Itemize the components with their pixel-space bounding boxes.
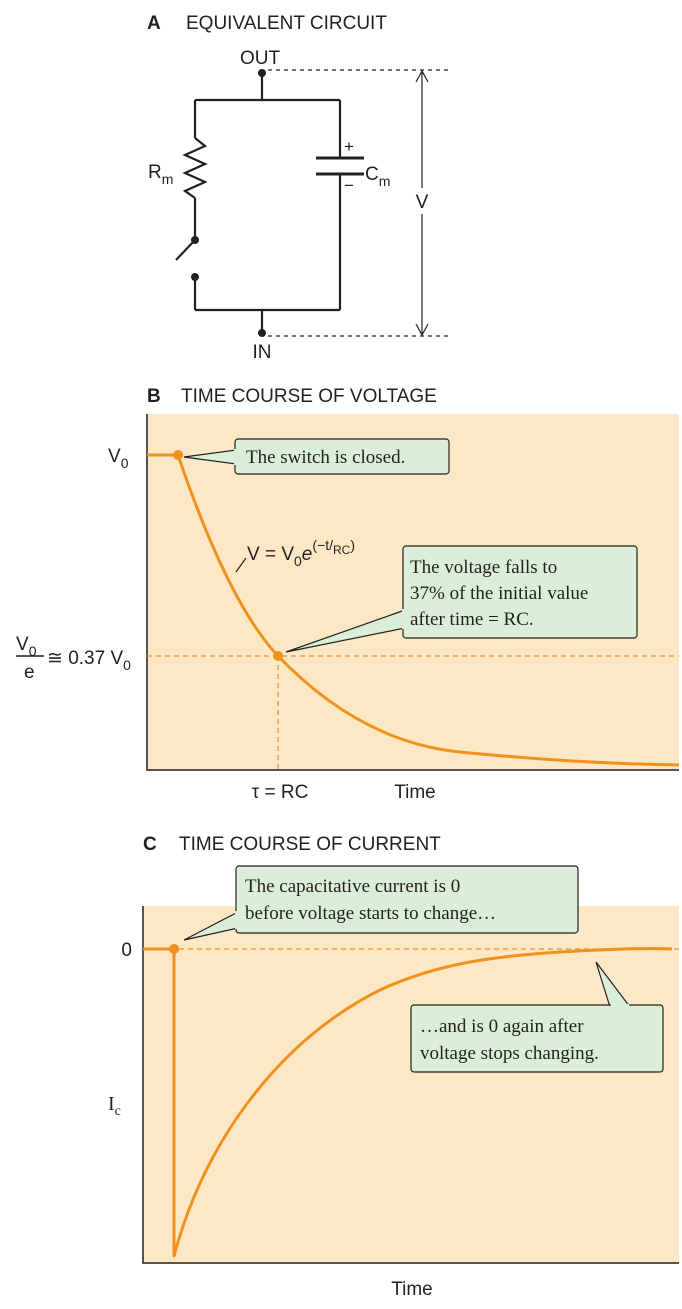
panel-a-letter: A [147,13,161,34]
callout-seam [611,1004,629,1007]
out-label: OUT [240,48,281,69]
callout-seam [402,609,405,629]
callout-box [410,1004,664,1073]
callout-seam [235,911,238,929]
callout-switch-closed: The switch is closed. [183,438,450,475]
x-label-tau: τ = RC [252,782,309,803]
fraction-numerator: V0 [16,634,37,659]
in-terminal-dot [258,329,266,337]
callout-current-zero-before: The capacitative current is 0 before vol… [183,865,579,941]
decay-equation: V = V0e(−t/RC) [247,537,355,569]
callout-text: …and is 0 again after voltage stops chan… [420,1016,599,1064]
callout-text: The voltage falls to 37% of the initial … [410,557,593,630]
arrowhead-up [415,69,429,83]
panel-b-title: TIME COURSE OF VOLTAGE [181,386,437,407]
capacitor-minus-sign: − [344,176,354,195]
panel-a: A EQUIVALENT CIRCUIT OUT IN Rm Cm + [147,13,448,363]
panel-c-letter: C [143,834,157,855]
x-label-time-c: Time [391,1279,433,1300]
voltage-decay-curve [147,453,680,767]
switch-closed-point [173,450,183,460]
voltage-indicator: V [268,69,448,337]
callout-box [402,545,638,639]
panel-a-title: EQUIVALENT CIRCUIT [186,13,387,34]
panel-c-title: TIME COURSE OF CURRENT [179,834,441,855]
panel-b-letter: B [147,386,161,407]
capacitor-label: Cm [365,164,390,189]
switch-contact-lower [191,273,199,281]
x-label-time-b: Time [394,782,436,803]
y-label-ic: Ic [108,1093,121,1119]
panel-b: B TIME COURSE OF VOLTAGE V0 V0 e ≅ 0.37 … [16,386,680,803]
resistor-rm [182,137,208,199]
callout-current-zero-after: …and is 0 again after voltage stops chan… [410,961,664,1073]
resistor-label: Rm [148,162,173,187]
out-terminal-dot [258,69,266,77]
panel-c: C TIME COURSE OF CURRENT 0 Ic Time The c… [108,834,679,1300]
equation-leader [235,557,247,573]
current-start-point [169,944,179,954]
callout-text: The capacitative current is 0 before vol… [245,876,496,924]
callout-text: The switch is closed. [246,447,405,468]
voltage-label: V [416,192,429,213]
y-label-v0: V0 [108,446,129,471]
y-label-v0-over-e: V0 e ≅ 0.37 V0 [16,634,131,683]
tau-point [273,651,283,661]
panel-b-axes [146,414,679,771]
capacitor-plus-sign: + [344,137,354,156]
circuit [175,73,364,333]
callout-box [235,865,579,934]
y-label-zero: 0 [121,940,132,961]
switch-lever [175,239,196,261]
approx-equation: ≅ 0.37 V0 [47,648,131,673]
switch-contact-upper [191,236,199,244]
fraction-denominator: e [24,662,35,683]
capacitive-current-curve [143,947,673,1258]
panel-c-axes [142,906,679,1264]
in-label: IN [253,342,272,363]
panel-c-plot-area [143,906,679,1263]
callout-seam [234,449,237,465]
arrowhead-down [415,323,429,337]
callout-37-percent: The voltage falls to 37% of the initial … [285,545,638,653]
